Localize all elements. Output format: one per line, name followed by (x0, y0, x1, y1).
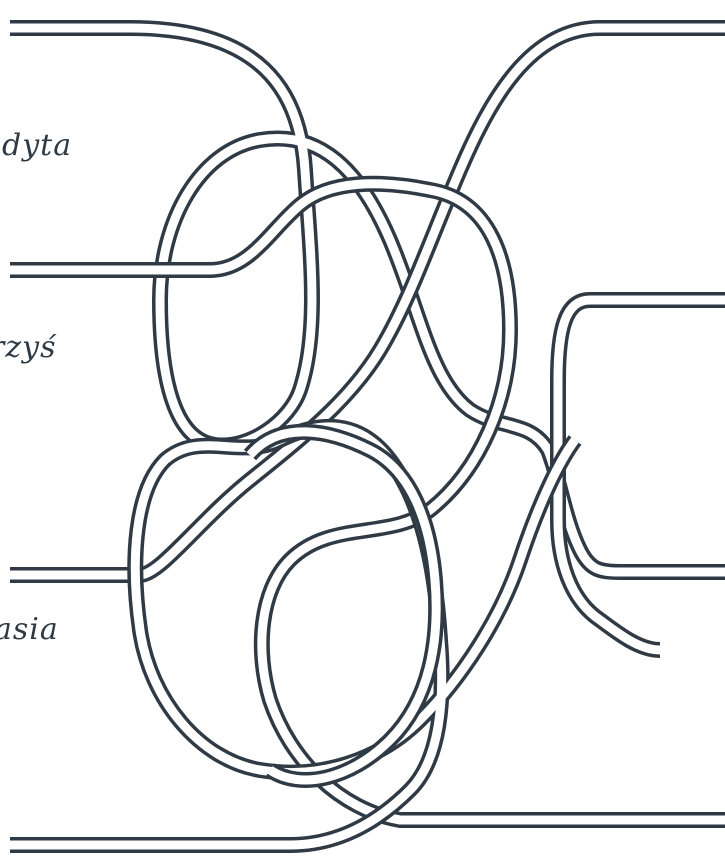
name-label-kasia: asia (0, 612, 59, 647)
name-label-krzys: rzyś (0, 330, 57, 365)
rope-middle-left-gap (10, 184, 725, 820)
rope-middle-left (10, 184, 725, 820)
name-label-edyta: dyta (2, 128, 72, 163)
rope-middle-right-gap (558, 300, 725, 650)
rope-middle-right (558, 300, 725, 650)
rope-middle-left-outline (10, 184, 725, 820)
